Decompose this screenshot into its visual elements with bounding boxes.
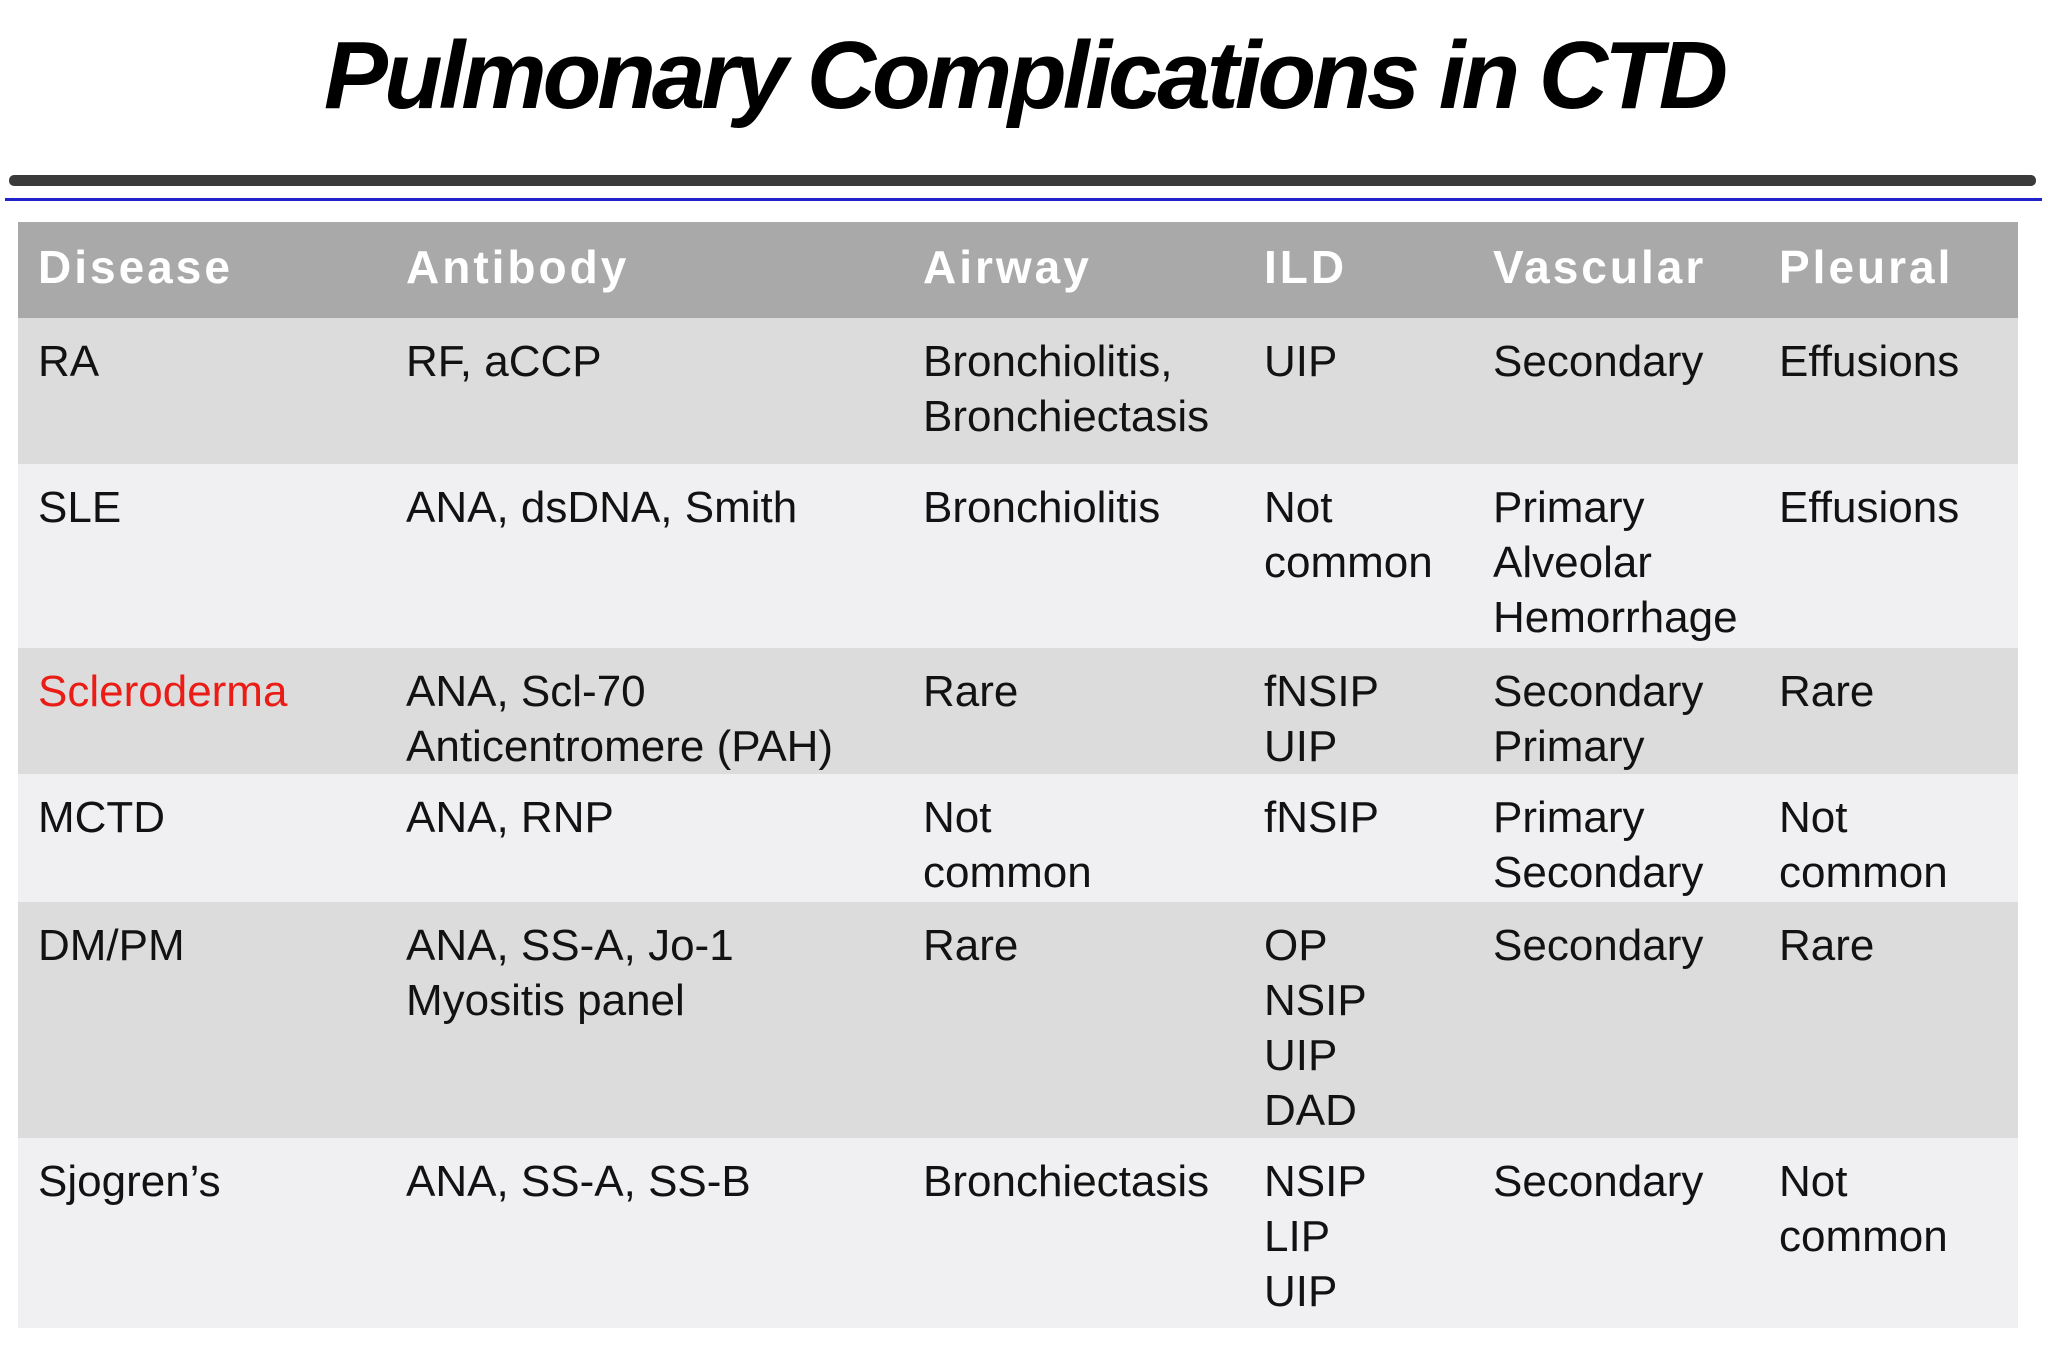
complications-table: Disease Antibody Airway ILD Vascular Ple… bbox=[18, 222, 2018, 1328]
cell-disease: RA bbox=[38, 337, 100, 386]
cell-antibody: RF, aCCP bbox=[406, 337, 602, 386]
cell-disease-highlighted: Scleroderma bbox=[38, 667, 288, 716]
cell-pleural: Rare bbox=[1779, 921, 1875, 970]
column-header-vascular: Vascular bbox=[1493, 241, 1707, 293]
cell-vascular: Secondary bbox=[1493, 337, 1704, 386]
cell-airway: Rare bbox=[923, 921, 1019, 970]
column-header-pleural: Pleural bbox=[1779, 241, 1954, 293]
cell-antibody: ANA, RNP bbox=[406, 793, 614, 842]
cell-disease: Sjogren’s bbox=[38, 1157, 221, 1206]
cell-pleural: Effusions bbox=[1779, 483, 1960, 532]
cell-pleural: Not common bbox=[1779, 793, 1948, 897]
cell-ild: NSIP LIP UIP bbox=[1264, 1157, 1367, 1316]
column-header-airway: Airway bbox=[923, 241, 1092, 293]
header-row: Disease Antibody Airway ILD Vascular Ple… bbox=[18, 222, 2018, 318]
cell-vascular: Secondary bbox=[1493, 1157, 1704, 1206]
table-row-scleroderma: Scleroderma ANA, Scl-70 Anticentromere (… bbox=[18, 648, 2018, 774]
cell-ild: fNSIP UIP bbox=[1264, 667, 1379, 771]
cell-antibody: ANA, SS-A, Jo-1 Myositis panel bbox=[406, 921, 734, 1025]
table-row-sle: SLE ANA, dsDNA, Smith Bronchiolitis Not … bbox=[18, 464, 2018, 648]
cell-ild: Not common bbox=[1264, 483, 1433, 587]
accent-rule bbox=[5, 198, 2042, 201]
table-row-ra: RA RF, aCCP Bronchiolitis, Bronchiectasi… bbox=[18, 318, 2018, 464]
cell-pleural: Rare bbox=[1779, 667, 1875, 716]
cell-antibody: ANA, SS-A, SS-B bbox=[406, 1157, 751, 1206]
cell-vascular: Secondary Primary bbox=[1493, 667, 1704, 771]
cell-airway: Bronchiectasis bbox=[923, 1157, 1210, 1206]
table-row-dmpm: DM/PM ANA, SS-A, Jo-1 Myositis panel Rar… bbox=[18, 902, 2018, 1138]
cell-ild: OP NSIP UIP DAD bbox=[1264, 921, 1367, 1135]
cell-disease: DM/PM bbox=[38, 921, 185, 970]
title-underline-bar bbox=[9, 175, 2036, 186]
cell-airway: Not common bbox=[923, 793, 1092, 897]
cell-ild: fNSIP bbox=[1264, 793, 1379, 842]
cell-airway: Bronchiolitis bbox=[923, 483, 1161, 532]
column-header-ild: ILD bbox=[1264, 241, 1348, 293]
cell-airway: Bronchiolitis, Bronchiectasis bbox=[923, 337, 1210, 441]
table-row-sjogrens: Sjogren’s ANA, SS-A, SS-B Bronchiectasis… bbox=[18, 1138, 2018, 1328]
cell-antibody: ANA, Scl-70 Anticentromere (PAH) bbox=[406, 667, 834, 771]
page-title: Pulmonary Complications in CTD bbox=[323, 22, 1728, 129]
cell-ild: UIP bbox=[1264, 337, 1338, 386]
cell-disease: MCTD bbox=[38, 793, 166, 842]
cell-pleural: Effusions bbox=[1779, 337, 1960, 386]
column-header-disease: Disease bbox=[38, 241, 233, 293]
cell-antibody: ANA, dsDNA, Smith bbox=[406, 483, 798, 532]
column-header-antibody: Antibody bbox=[406, 241, 630, 293]
cell-airway: Rare bbox=[923, 667, 1019, 716]
cell-vascular: Primary Alveolar Hemorrhage bbox=[1493, 483, 1738, 642]
table-row-mctd: MCTD ANA, RNP Not common fNSIP Primary S… bbox=[18, 774, 2018, 902]
cell-pleural: Not common bbox=[1779, 1157, 1948, 1261]
cell-vascular: Secondary bbox=[1493, 921, 1704, 970]
cell-disease: SLE bbox=[38, 483, 122, 532]
cell-vascular: Primary Secondary bbox=[1493, 793, 1704, 897]
